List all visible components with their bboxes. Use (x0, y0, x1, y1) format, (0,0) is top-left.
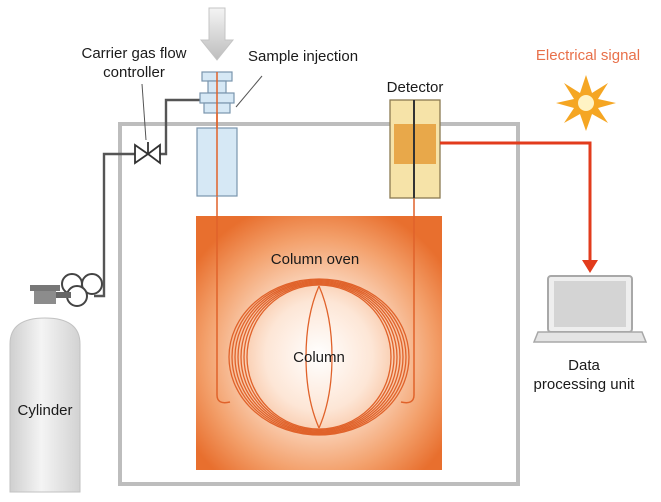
detector[interactable] (389, 99, 441, 199)
signal-line (440, 141, 592, 262)
carrier-gas-label-line2: controller (103, 64, 165, 81)
sample-injector[interactable] (196, 71, 238, 197)
electrical-signal-label: Electrical signal (536, 47, 640, 64)
signal-arrowhead (582, 260, 598, 273)
carrier-gas-line (94, 98, 206, 298)
column-label: Column (293, 349, 345, 366)
down-arrow-icon (199, 7, 235, 61)
pressure-regulator-icon[interactable] (55, 273, 103, 307)
gas-cylinder (9, 285, 81, 493)
carrier-gas-leader (141, 83, 147, 141)
sample-injection-leader (235, 75, 263, 108)
valve-icon[interactable] (134, 142, 161, 165)
carrier-gas-label-line1: Carrier gas flow (81, 45, 186, 62)
sample-injection-label: Sample injection (248, 48, 358, 65)
column-tube-outlet (400, 112, 415, 404)
column-oven-label: Column oven (271, 251, 359, 268)
laptop-icon[interactable] (532, 275, 648, 343)
detector-label: Detector (387, 79, 444, 96)
spark-icon (556, 75, 616, 131)
column-tube-inlet (216, 112, 231, 404)
column-coil (228, 278, 410, 436)
data-processing-label-line2: processing unit (534, 376, 636, 393)
instrument-housing (118, 122, 520, 486)
data-processing-label-line1: Data (568, 357, 600, 374)
cylinder-label: Cylinder (17, 402, 72, 419)
